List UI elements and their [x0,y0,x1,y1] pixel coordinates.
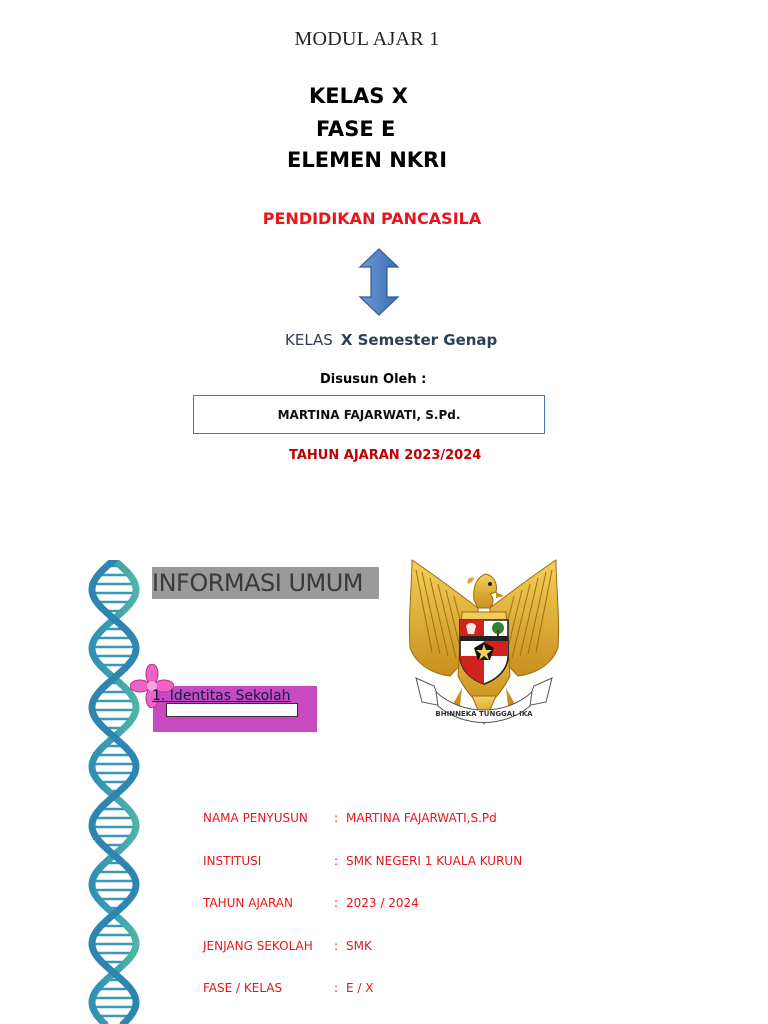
info-row-separator: : [334,811,339,825]
info-row-separator: : [334,981,339,995]
garuda-pancasila-emblem: BHINNEKA TUNGGAL IKA [408,559,560,726]
info-row-label: FASE / KELAS [203,981,283,995]
emblem-motto: BHINNEKA TUNGGAL IKA [435,710,533,718]
subject-title: PENDIDIKAN PANCASILA [262,209,482,228]
info-row-value: SMK NEGERI 1 KUALA KURUN [346,854,523,868]
info-title-text: INFORMASI UMUM [152,569,364,597]
module-title: MODUL AJAR 1 [294,28,440,50]
info-row-separator: : [334,896,339,910]
info-row: JENJANG SEKOLAH: SMK [203,939,372,953]
info-row-separator: : [334,939,339,953]
info-row-separator: : [334,854,339,868]
identity-section-label: 1. Identitas Sekolah [152,688,291,704]
academic-year: TAHUN AJARAN 2023/2024 [289,448,482,463]
identity-blank-field[interactable] [166,703,298,717]
info-row-label: NAMA PENYUSUN [203,811,308,825]
info-row-value: 2023 / 2024 [346,896,419,910]
author-box: MARTINA FAJARWATI, S.Pd. [193,395,545,434]
flower-icon [130,664,174,708]
double-vertical-arrow-icon [358,248,400,316]
info-row: INSTITUSI: SMK NEGERI 1 KUALA KURUN [203,854,522,868]
info-row: FASE / KELAS: E / X [203,981,373,995]
compiled-by-label: Disusun Oleh : [320,372,427,387]
info-row: NAMA PENYUSUN: MARTINA FAJARWATI,S.Pd [203,811,497,825]
dna-helix-icon [88,560,140,1024]
info-row-value: SMK [346,939,372,953]
info-row-label: JENJANG SEKOLAH [203,939,313,953]
class-heading: KELAS X [309,84,408,108]
semester-rest: X Semester Genap [340,331,498,349]
info-row: TAHUN AJARAN:2023 / 2024 [203,896,419,910]
semester-line: KELAS X Semester Genap [285,331,497,349]
info-row-value: E / X [346,981,374,995]
info-row-value: MARTINA FAJARWATI,S.Pd [346,811,497,825]
phase-heading: FASE E [316,117,396,141]
info-title: INFORMASI UMUM [152,567,379,599]
element-heading: ELEMEN NKRI [287,148,448,172]
author-name: MARTINA FAJARWATI, S.Pd. [277,407,461,422]
semester-prefix: KELAS [285,331,333,349]
info-row-label: TAHUN AJARAN [203,896,293,910]
info-row-label: INSTITUSI [203,854,262,868]
